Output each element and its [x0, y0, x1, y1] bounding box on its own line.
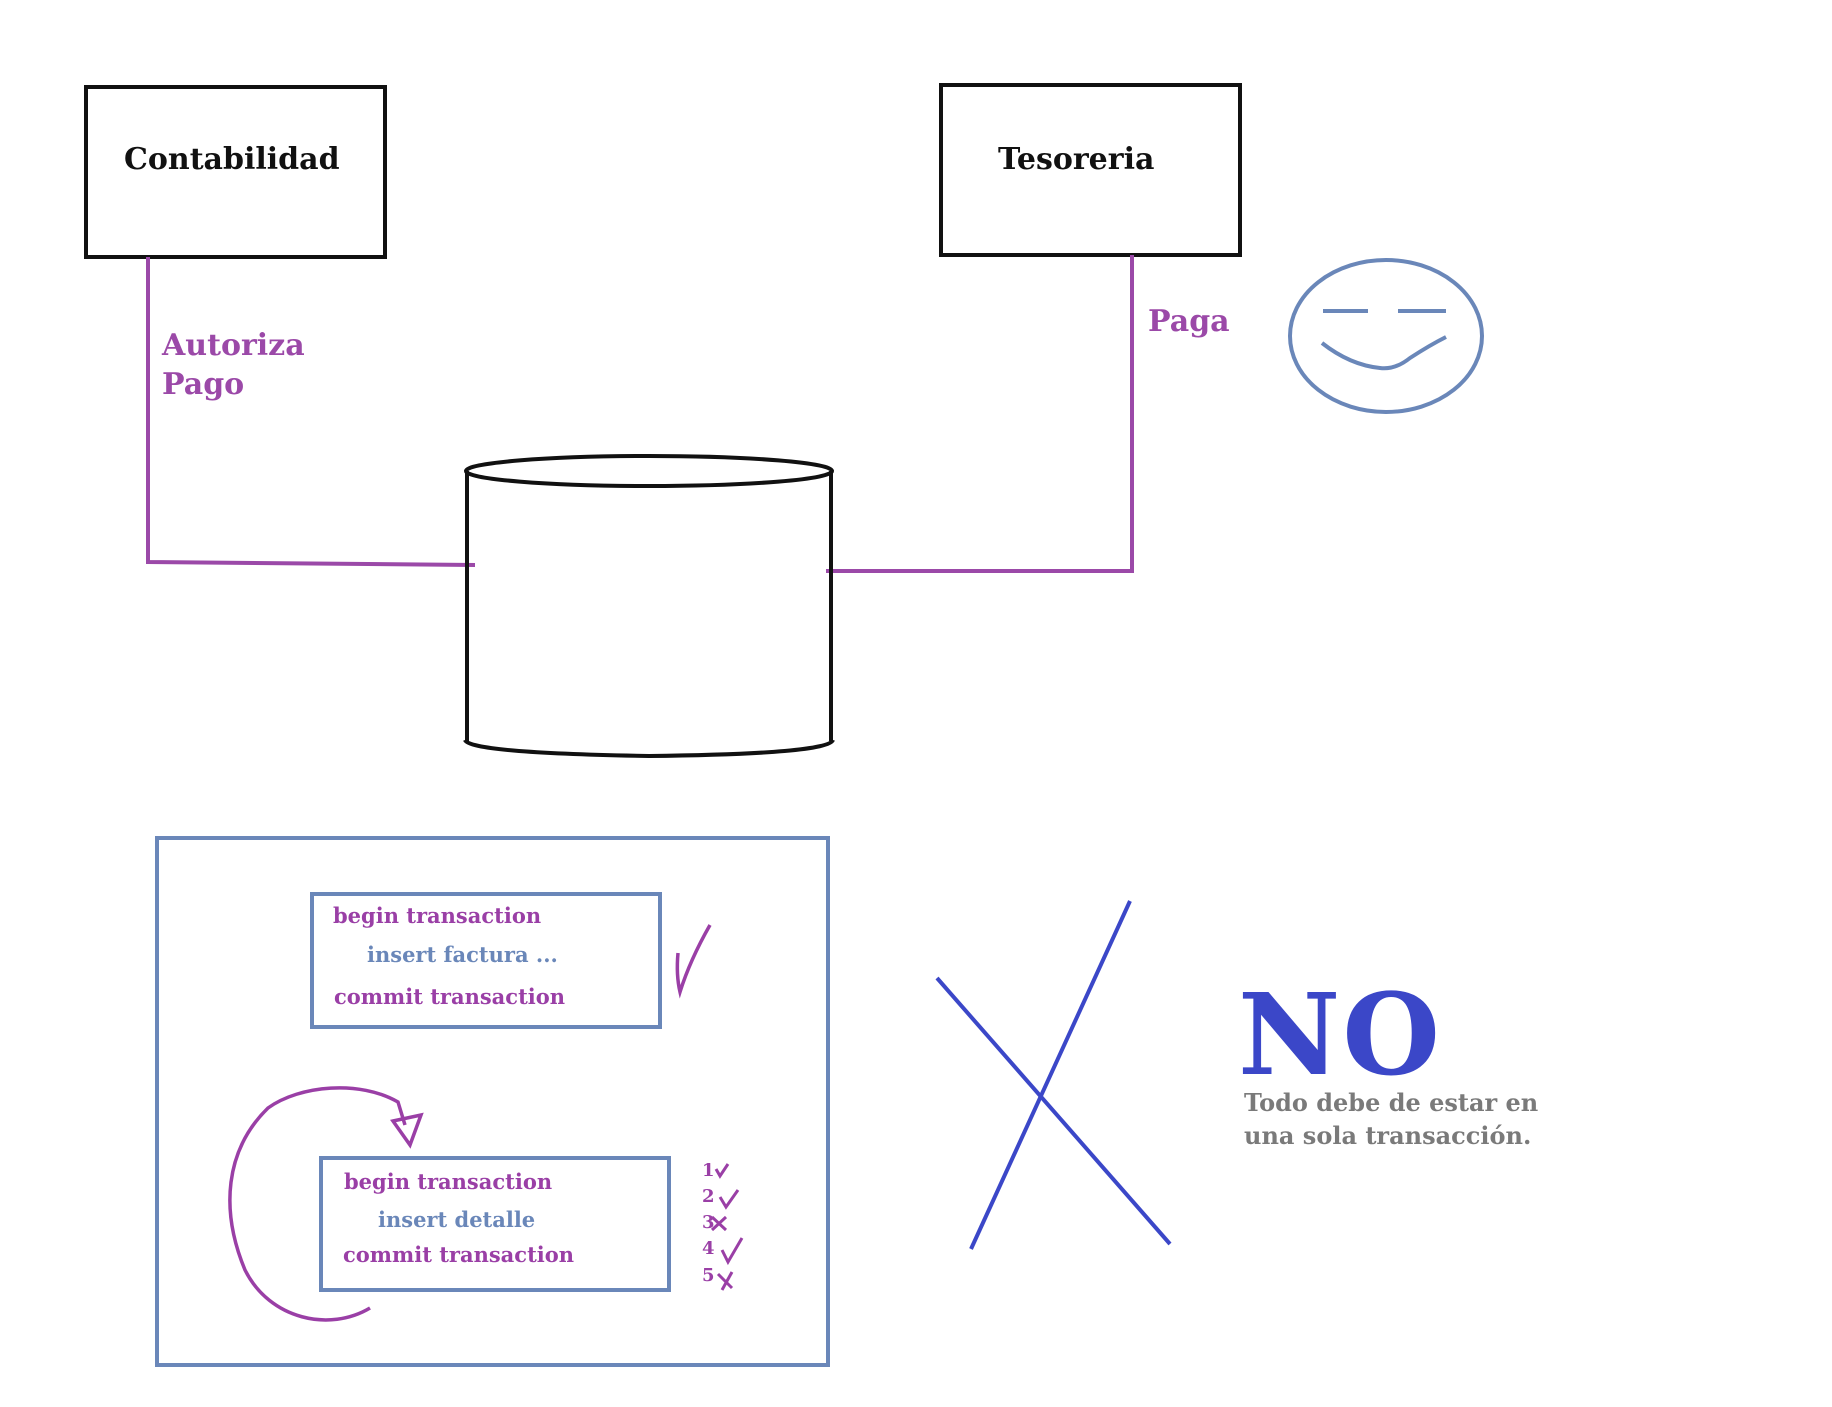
tx1-commit: commit transaction — [334, 984, 566, 1009]
big-x-icon — [935, 900, 1172, 1250]
tx2-commit: commit transaction — [343, 1242, 575, 1267]
iteration-number-2: 2 — [702, 1186, 715, 1207]
verdict-note-line-1: Todo debe de estar en — [1244, 1088, 1539, 1117]
loop-arrow-icon — [228, 1086, 424, 1322]
database-icon — [463, 454, 835, 759]
contabilidad-label: Contabilidad — [124, 142, 340, 177]
check-mark-1-icon — [714, 1163, 730, 1179]
contabilidad-box — [84, 85, 387, 259]
tx1-begin: begin transaction — [333, 903, 542, 928]
tesoreria-label: Tesoreria — [998, 142, 1155, 177]
autoriza-connector — [146, 257, 476, 567]
iteration-number-1: 1 — [702, 1160, 715, 1181]
pago-line: Pago — [162, 367, 245, 402]
transaction-2-box — [319, 1156, 671, 1292]
tesoreria-box — [939, 83, 1242, 257]
iteration-marks — [710, 1163, 744, 1291]
iteration-number-4: 4 — [702, 1238, 715, 1259]
cross-mark-5-icon — [716, 1271, 734, 1291]
transactions-frame — [155, 836, 830, 1367]
cross-mark-3-icon — [710, 1215, 728, 1232]
verdict-note: Todo debe de estar en una sola transacci… — [1244, 1086, 1538, 1152]
autoriza-line: Autoriza — [162, 328, 305, 363]
check-mark-2-icon — [718, 1189, 740, 1210]
paga-connector — [826, 255, 1134, 573]
smiley-icon — [1288, 258, 1484, 414]
iteration-number-3: 3 — [702, 1212, 715, 1233]
tx1-body: insert factura ... — [367, 942, 558, 967]
check-mark-4-icon — [720, 1237, 744, 1266]
verdict-note-line-2: una sola transacción. — [1244, 1121, 1532, 1150]
paga-label: Paga — [1148, 304, 1230, 339]
tx2-begin: begin transaction — [344, 1169, 553, 1194]
checkmark-large-icon — [675, 924, 712, 999]
iteration-number-5: 5 — [702, 1265, 715, 1286]
tx2-body: insert detalle — [378, 1207, 536, 1232]
no-label: NO — [1238, 970, 1442, 1101]
transaction-1-box — [310, 892, 662, 1029]
autoriza-pago-label: Autoriza Pago — [162, 326, 305, 404]
